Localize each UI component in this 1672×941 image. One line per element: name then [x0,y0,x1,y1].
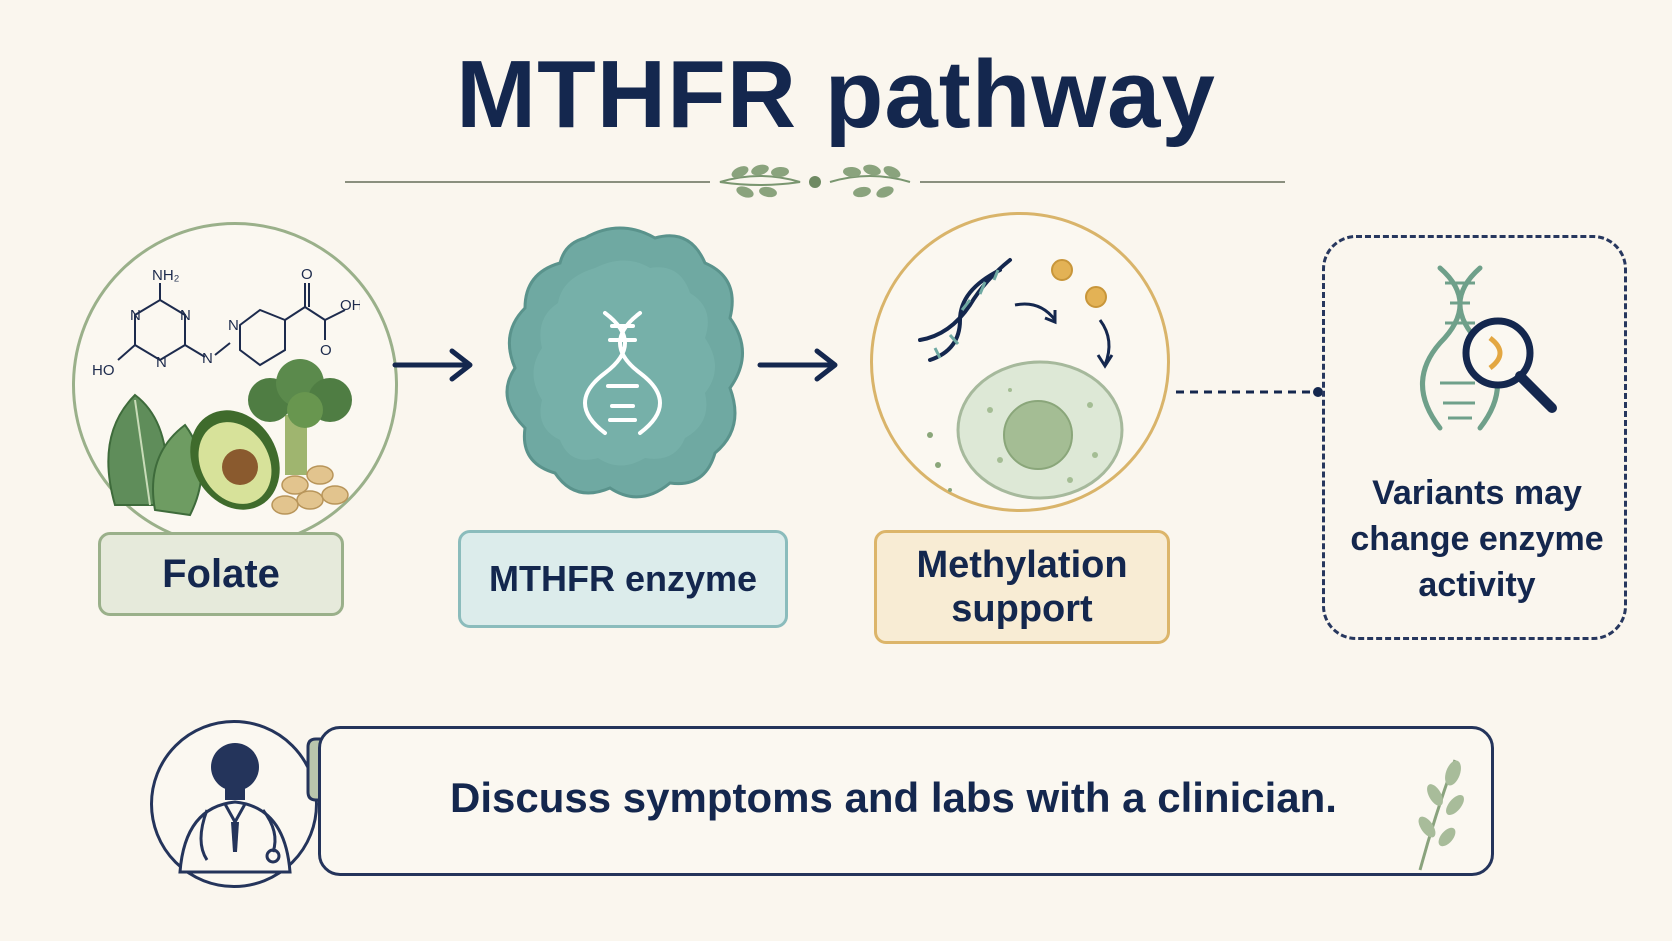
molecule-n-label: N [156,354,167,371]
dna-magnifier-icon [1420,265,1557,431]
folate-molecule-icon: NH₂ N N N HO N N O OH O [92,266,360,379]
molecule-oh-label: OH [340,297,360,314]
page-title: MTHFR pathway [456,41,1216,148]
variant-note-box [1322,235,1627,640]
leaf-sprig-icon [1418,759,1464,871]
molecule-nh2-label: NH₂ [152,267,180,284]
variant-note-text: Variants may change enzyme activity [1350,474,1604,604]
cell-methylation-icon [918,258,1124,500]
molecule-o-label: O [320,342,332,359]
molecule-o-label: O [301,266,313,283]
enzyme-blob-icon [505,226,744,499]
arrow-right-icon [392,348,473,382]
folate-foods-icon [107,359,352,517]
folate-label: Folate [98,532,344,616]
molecule-ho-label: HO [92,362,115,379]
molecule-n-label: N [228,317,239,334]
leaf-divider [345,164,1285,198]
molecule-n-label: N [202,350,213,367]
molecule-n-label: N [180,307,191,324]
methylation-label: Methylation support [874,530,1170,644]
arrow-right-icon [757,348,838,382]
molecule-n-label: N [130,307,141,324]
clinician-note-text: Discuss symptoms and labs with a clinici… [450,774,1337,821]
dashed-connector [1176,387,1323,397]
enzyme-label: MTHFR enzyme [458,530,788,628]
clinician-avatar [178,743,292,874]
clinician-note-box [318,726,1494,876]
